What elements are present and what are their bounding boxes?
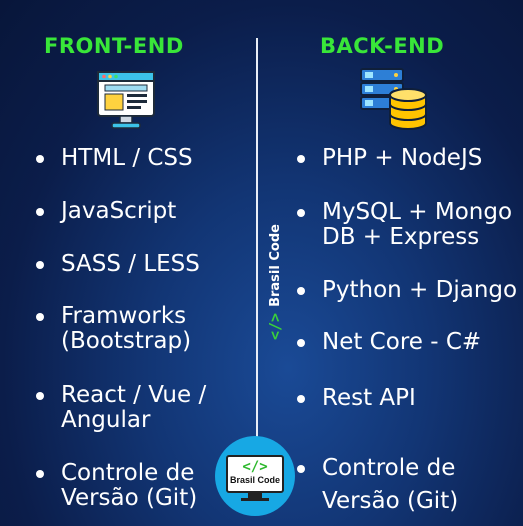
list-item-label: Controle de Versão (Git) [322, 455, 459, 514]
front-end-title: FRONT-END [44, 34, 184, 58]
list-item: Net Core - C# [297, 330, 519, 355]
brasil-code-logo: </> Brasil Code [215, 436, 295, 516]
code-symbol-icon: </> [242, 459, 268, 475]
web-browser-icon [96, 70, 156, 137]
list-item: Python + Django [297, 278, 519, 303]
bullet-icon [297, 395, 305, 403]
monitor-icon: </> Brasil Code [226, 455, 284, 493]
code-symbol-icon: </> [266, 312, 284, 340]
list-item-label: JavaScript [61, 198, 177, 224]
list-item: React / Vue / Angular [36, 383, 216, 433]
list-item: PHP + NodeJS [297, 146, 519, 171]
list-item: Controle de Versão (Git) [36, 461, 216, 511]
list-item-label: Framworks (Bootstrap) [61, 303, 192, 354]
list-item: SASS / LESS [36, 252, 246, 277]
list-item-label: Controle de Versão (Git) [61, 460, 198, 511]
bullet-icon [297, 339, 305, 347]
brand-name: Brasil Code [267, 224, 283, 307]
logo-brand-name: Brasil Code [229, 475, 280, 485]
bullet-icon [36, 208, 44, 216]
list-item-label: SASS / LESS [61, 251, 200, 277]
bullet-icon [297, 155, 305, 163]
bullet-icon [36, 470, 44, 478]
bullet-icon [36, 392, 44, 400]
list-item: Rest API [297, 386, 519, 411]
bullet-icon [36, 155, 44, 163]
brand-vertical-label: </> Brasil Code [266, 224, 284, 340]
list-item: JavaScript [36, 199, 246, 224]
list-item: Framworks (Bootstrap) [36, 304, 216, 354]
list-item-label: React / Vue / Angular [61, 382, 207, 433]
monitor-base [241, 498, 269, 501]
bullet-icon [36, 313, 44, 321]
bullet-icon [297, 209, 305, 217]
list-item-label: HTML / CSS [61, 145, 193, 171]
center-divider [256, 38, 258, 443]
bullet-icon [297, 287, 305, 295]
list-item-label: Net Core - C# [322, 329, 482, 355]
list-item: HTML / CSS [36, 146, 246, 171]
list-item-label: Rest API [322, 385, 416, 411]
bullet-icon [36, 261, 44, 269]
list-item-label: MySQL + Mongo DB + Express [322, 199, 513, 250]
list-item-label: PHP + NodeJS [322, 145, 483, 171]
bullet-icon [297, 465, 305, 473]
monitor-stand [248, 493, 262, 499]
list-item: MySQL + Mongo DB + Express [297, 200, 519, 250]
server-database-icon [358, 67, 430, 140]
list-item-label: Python + Django [322, 277, 518, 303]
list-item: Controle de Versão (Git) [297, 452, 497, 518]
back-end-title: BACK-END [320, 34, 445, 58]
